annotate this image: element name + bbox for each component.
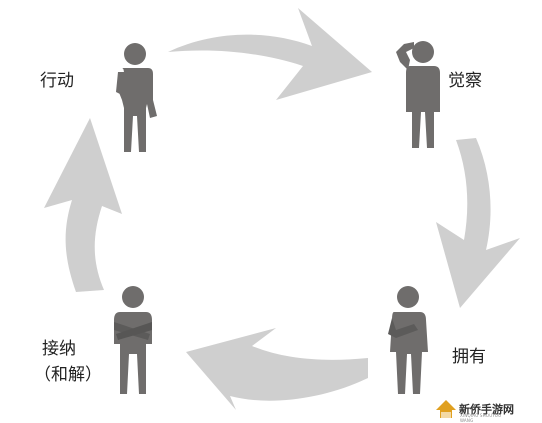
person-standing-icon — [116, 43, 157, 152]
stage-label-acceptance-sub: （和解） — [34, 365, 102, 385]
cycle-arrow-icon — [436, 138, 520, 308]
stage-label-action: 行动 — [40, 71, 74, 91]
person-thinking-icon — [396, 41, 440, 148]
watermark-text: 新侨手游网 — [459, 403, 514, 416]
watermark-subtext: XINQIAO SHOUYOU WANG — [460, 413, 502, 423]
cycle-arrow-icon — [44, 118, 122, 292]
logo-icon — [436, 400, 456, 418]
cycle-arrow-icon — [168, 8, 372, 100]
person-hand-on-chest-icon — [388, 286, 428, 394]
stage-label-awareness: 觉察 — [448, 71, 482, 91]
watermark: 新侨手游网 XINQIAO SHOUYOU WANG — [430, 398, 514, 423]
person-arms-crossed-icon — [114, 286, 152, 394]
stage-label-ownership: 拥有 — [452, 347, 486, 367]
cycle-arrow-icon — [186, 328, 368, 410]
stage-label-acceptance: 接纳 — [42, 339, 76, 359]
